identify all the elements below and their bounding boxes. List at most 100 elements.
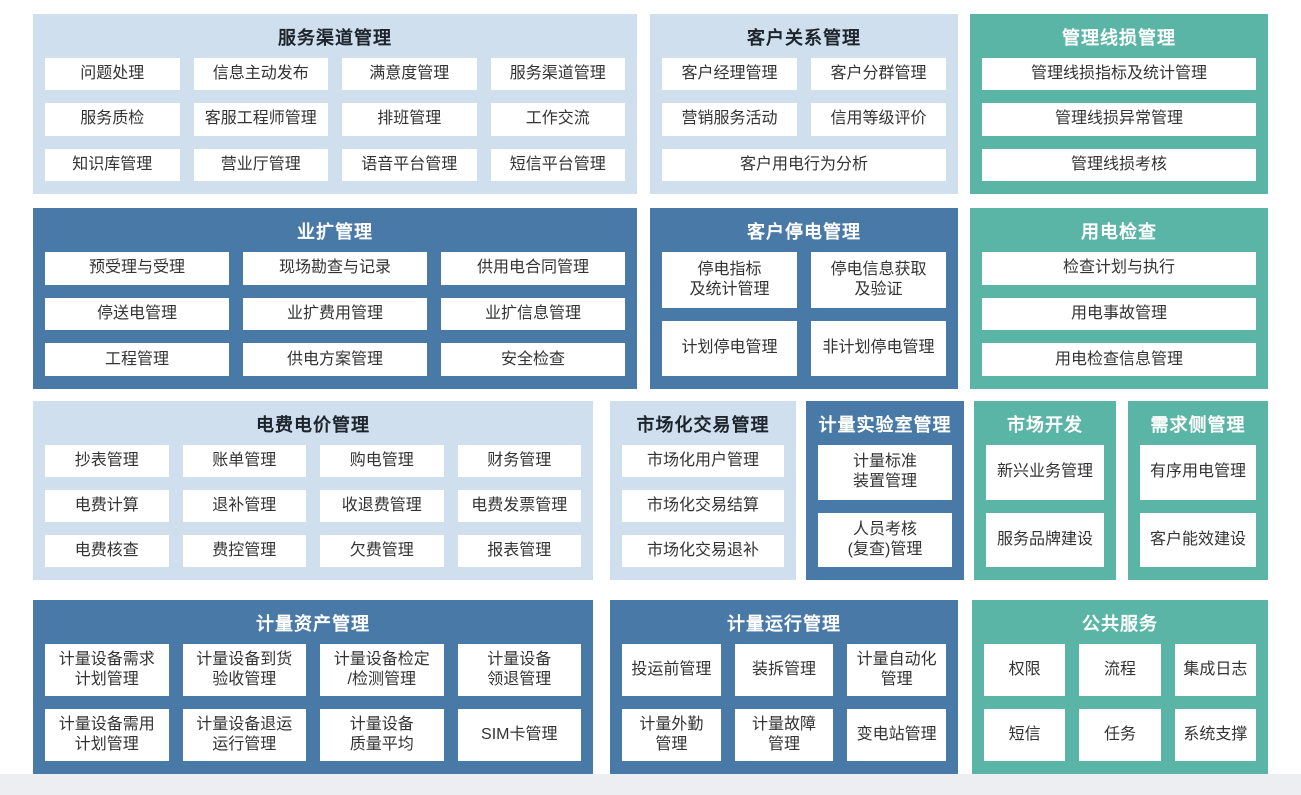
module-item: 电费计算 [45,490,169,522]
panel-grid-service-channel-management: 问题处理信息主动发布满意度管理服务渠道管理服务质检客服工程师管理排班管理工作交流… [33,56,637,194]
module-item: 计量标准 装置管理 [818,445,952,500]
module-item: 安全检查 [441,343,625,376]
module-item: 管理线损指标及统计管理 [982,58,1256,91]
module-item: 语音平台管理 [342,148,477,181]
module-item: 计量设备 质量平均 [320,709,444,761]
module-item: 财务管理 [457,445,581,477]
module-item: 计量设备检定 /检测管理 [320,644,444,696]
module-item: 装拆管理 [734,644,834,696]
module-item: 信用等级评价 [811,103,946,136]
module-item: 现场勘查与记录 [243,252,427,285]
module-item: 购电管理 [320,445,444,477]
panel-metering-laboratory-management: 计量实验室管理计量标准 装置管理人员考核 (复查)管理 [806,401,964,580]
module-item: 非计划停电管理 [811,320,946,376]
panel-grid-customer-relationship-management: 客户经理管理客户分群管理营销服务活动信用等级评价客户用电行为分析 [650,56,958,194]
panel-title-metering-operation-management: 计量运行管理 [727,614,841,634]
module-item: 业扩信息管理 [441,297,625,331]
module-item: 计量外勤 管理 [622,709,721,761]
panel-demand-side-management: 需求侧管理有序用电管理客户能效建设 [1128,401,1268,580]
panel-customer-outage-management: 客户停电管理停电指标 及统计管理停电信息获取 及验证计划停电管理非计划停电管理 [650,208,958,389]
panel-title-market-trading-management: 市场化交易管理 [636,415,770,435]
panel-tariff-billing-management: 电费电价管理抄表管理账单管理购电管理财务管理电费计算退补管理收退费管理电费发票管… [33,401,593,580]
module-item: 变电站管理 [847,709,946,761]
module-item: 工程管理 [45,343,229,376]
module-item: 检查计划与执行 [982,252,1256,285]
module-item: 投运前管理 [622,644,721,696]
bottom-band [0,774,1301,795]
panel-service-channel-management: 服务渠道管理问题处理信息主动发布满意度管理服务渠道管理服务质检客服工程师管理排班… [33,14,637,194]
module-item: 服务渠道管理 [490,58,625,91]
panel-grid-electricity-inspection: 检查计划与执行用电事故管理用电检查信息管理 [970,250,1268,389]
panel-metering-operation-management: 计量运行管理投运前管理装拆管理计量自动化 管理计量外勤 管理计量故障 管理变电站… [610,600,958,774]
module-item: 用电检查信息管理 [982,343,1256,376]
module-item: 营销服务活动 [662,103,797,136]
panel-grid-market-development: 新兴业务管理服务品牌建设 [974,443,1116,580]
panel-title-metering-laboratory-management: 计量实验室管理 [818,415,952,435]
panel-title-line-loss-management: 管理线损管理 [1062,28,1176,48]
panel-title-electricity-inspection: 用电检查 [1081,222,1157,242]
module-item: 排班管理 [342,103,477,136]
module-item: 退补管理 [182,490,306,522]
module-item: 电费核查 [45,535,169,567]
module-item: 权限 [984,644,1066,696]
panel-grid-market-trading-management: 市场化用户管理市场化交易结算市场化交易退补 [610,443,796,580]
panel-grid-business-expansion-management: 预受理与受理现场勘查与记录供用电合同管理停送电管理业扩费用管理业扩信息管理工程管… [33,250,637,389]
module-item: 人员考核 (复查)管理 [818,512,952,567]
panel-title-market-development: 市场开发 [1007,415,1083,435]
module-item: 短信平台管理 [490,148,625,181]
panel-grid-metering-asset-management: 计量设备需求 计划管理计量设备到货 验收管理计量设备检定 /检测管理计量设备 领… [33,642,593,774]
module-item: 客户分群管理 [811,58,946,91]
module-item: 系统支撑 [1174,709,1256,761]
module-item: 抄表管理 [45,445,169,477]
module-item: 用电事故管理 [982,297,1256,331]
panel-customer-relationship-management: 客户关系管理客户经理管理客户分群管理营销服务活动信用等级评价客户用电行为分析 [650,14,958,194]
panel-grid-tariff-billing-management: 抄表管理账单管理购电管理财务管理电费计算退补管理收退费管理电费发票管理电费核查费… [33,443,593,580]
module-item: 任务 [1079,709,1161,761]
module-item: 预受理与受理 [45,252,229,285]
panel-grid-metering-operation-management: 投运前管理装拆管理计量自动化 管理计量外勤 管理计量故障 管理变电站管理 [610,642,958,774]
module-item: 账单管理 [182,445,306,477]
module-item: 客户用电行为分析 [662,148,946,181]
panel-title-demand-side-management: 需求侧管理 [1150,415,1246,435]
panel-title-customer-outage-management: 客户停电管理 [747,222,861,242]
module-item: 服务质检 [45,103,180,136]
panel-title-business-expansion-management: 业扩管理 [297,222,373,242]
module-item: 收退费管理 [320,490,444,522]
module-item: 计量设备 领退管理 [457,644,581,696]
module-item: 停送电管理 [45,297,229,331]
module-item: SIM卡管理 [457,709,581,761]
module-item: 知识库管理 [45,148,180,181]
module-item: 流程 [1079,644,1161,696]
module-item: 营业厅管理 [193,148,328,181]
module-item: 服务品牌建设 [986,512,1104,567]
module-item: 新兴业务管理 [986,445,1104,500]
panel-market-development: 市场开发新兴业务管理服务品牌建设 [974,401,1116,580]
module-item: 计量设备需用 计划管理 [45,709,169,761]
module-item: 客服工程师管理 [193,103,328,136]
panel-grid-demand-side-management: 有序用电管理客户能效建设 [1128,443,1268,580]
panel-grid-public-services: 权限流程集成日志短信任务系统支撑 [972,642,1268,774]
module-item: 电费发票管理 [457,490,581,522]
panel-title-customer-relationship-management: 客户关系管理 [747,28,861,48]
module-item: 计划停电管理 [662,320,797,376]
panel-business-expansion-management: 业扩管理预受理与受理现场勘查与记录供用电合同管理停送电管理业扩费用管理业扩信息管… [33,208,637,389]
module-item: 业扩费用管理 [243,297,427,331]
panel-grid-customer-outage-management: 停电指标 及统计管理停电信息获取 及验证计划停电管理非计划停电管理 [650,250,958,389]
module-item: 计量设备需求 计划管理 [45,644,169,696]
module-item: 问题处理 [45,58,180,91]
module-item: 计量设备到货 验收管理 [182,644,306,696]
module-item: 客户经理管理 [662,58,797,91]
module-item: 市场化交易退补 [622,535,784,567]
module-item: 计量自动化 管理 [847,644,946,696]
module-item: 工作交流 [490,103,625,136]
panel-grid-line-loss-management: 管理线损指标及统计管理管理线损异常管理管理线损考核 [970,56,1268,194]
panel-title-service-channel-management: 服务渠道管理 [278,28,392,48]
panel-grid-metering-laboratory-management: 计量标准 装置管理人员考核 (复查)管理 [806,443,964,580]
module-item: 市场化交易结算 [622,490,784,522]
panel-public-services: 公共服务权限流程集成日志短信任务系统支撑 [972,600,1268,774]
module-item: 短信 [984,709,1066,761]
module-item: 欠费管理 [320,535,444,567]
module-item: 报表管理 [457,535,581,567]
module-item: 有序用电管理 [1140,445,1256,500]
module-item: 供电方案管理 [243,343,427,376]
